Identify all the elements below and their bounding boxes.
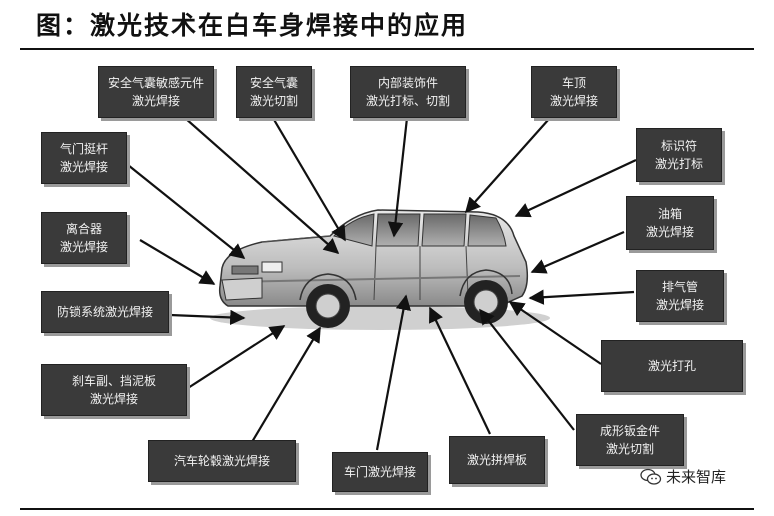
watermark-text: 未来智库 [666, 468, 727, 486]
arrow-clutch [139, 239, 216, 285]
top-divider [20, 48, 754, 50]
label-logo-marking: 标识符激光打标 [636, 128, 722, 182]
label-airbag-sensor-welding: 安全气囊敏感元件激光焊接 [98, 66, 214, 118]
arrow-door [375, 294, 412, 451]
arrow-brake-fender [187, 325, 286, 389]
arrow-airbag-sensor [184, 117, 340, 255]
arrow-exhaust [528, 289, 635, 305]
label-clutch: 离合器激光焊接 [41, 212, 127, 264]
watermark: 未来智库 [640, 466, 726, 487]
label-roof: 车顶激光焊接 [531, 66, 617, 118]
arrow-abs [169, 309, 246, 326]
arrow-wheel-hub [251, 326, 321, 443]
arrow-drilling [508, 301, 602, 365]
label-airbag-cutting: 安全气囊激光切割 [236, 66, 312, 118]
bottom-divider [20, 508, 754, 510]
label-wheel-hub: 汽车轮毂激光焊接 [148, 440, 296, 482]
label-exhaust-pipe: 排气管激光焊接 [636, 270, 724, 322]
label-formed-sheet-metal: 成形钣金件激光切割 [576, 414, 684, 466]
label-tailored-blank: 激光拼焊板 [449, 436, 545, 484]
label-interior-trim: 内部装饰件激光打标、切割 [350, 66, 466, 118]
minivan-illustration [218, 209, 529, 328]
label-door: 车门激光焊接 [332, 452, 428, 492]
callout-arrows [127, 109, 637, 451]
arrow-strut [127, 164, 246, 259]
label-brake-fender: 刹车副、挡泥板激光焊接 [41, 364, 187, 416]
arrow-fuel-tank [530, 230, 625, 274]
page-title: 图：激光技术在白车身焊接中的应用 [36, 11, 469, 40]
arrow-sheet-metal [479, 308, 575, 431]
arrow-interior [387, 117, 409, 238]
wechat-icon [640, 468, 662, 485]
label-fuel-tank: 油箱激光焊接 [626, 196, 714, 250]
arrow-logo-mark [514, 159, 637, 218]
arrow-tailored-blank [429, 306, 491, 435]
arrow-roof [464, 109, 558, 214]
label-valve-strut: 气门挺杆激光焊接 [41, 132, 127, 184]
label-abs-system: 防锁系统激光焊接 [41, 291, 169, 333]
arrow-airbag-cut [272, 117, 346, 242]
label-laser-drilling: 激光打孔 [601, 340, 743, 392]
car-shadow [210, 306, 550, 330]
